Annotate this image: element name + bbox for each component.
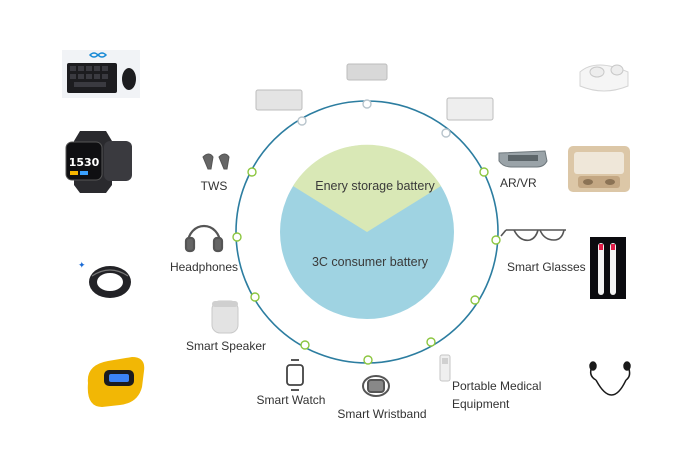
ring-nodes [232, 99, 501, 365]
ring-node [297, 116, 307, 126]
smart-speaker-icon [211, 300, 239, 334]
hearing-aid-case-photo [568, 146, 630, 192]
smart-watch-icon [286, 359, 304, 391]
tws-earbuds-icon [202, 153, 230, 170]
ring-node [250, 292, 260, 302]
ring-node [363, 355, 373, 365]
smart-watch-photo: 1530 [60, 130, 132, 193]
pie-label-3c-consumer: 3C consumer battery [312, 255, 429, 269]
headphones-icon [184, 224, 224, 253]
pie-label-energy-storage: Enery storage battery [315, 179, 435, 193]
svg-text:✦: ✦ [78, 261, 86, 271]
smart-ring-photo: ✦ [78, 261, 131, 298]
product-image-power-bank [255, 89, 303, 111]
device-label-portable-medical-line2: Equipment [452, 397, 510, 411]
device-label-smart-watch: Smart Watch [257, 393, 326, 407]
keyboard-mouse-photo [62, 50, 140, 98]
ring-node [479, 167, 489, 177]
fitness-band-photo [87, 357, 145, 407]
tws-case-photo [568, 58, 638, 98]
ring-node [362, 99, 372, 109]
center-pie-chart: Enery storage battery 3C consumer batter… [280, 144, 454, 319]
electric-toothbrush-photo [590, 237, 626, 299]
ring-node [491, 235, 501, 245]
ring-node [232, 232, 242, 242]
neckband-earphones-photo [589, 361, 631, 396]
pie-slice-energy-storage [293, 144, 441, 232]
device-label-portable-medical-line1: Portable Medical [452, 379, 541, 393]
device-label-ar-vr: AR/VR [500, 176, 537, 190]
ring-node [470, 295, 480, 305]
product-image-battery-pack [346, 63, 388, 81]
device-label-smart-wristband: Smart Wristband [337, 407, 426, 421]
ring-node [426, 337, 436, 347]
smart-glasses-icon [500, 229, 566, 242]
smart-wristband-icon [362, 375, 390, 397]
ring-node [300, 340, 310, 350]
product-image-battery-module [446, 97, 494, 121]
top-product-image-boxes [255, 63, 494, 121]
device-label-headphones: Headphones [170, 260, 238, 274]
portable-medical-icon [439, 354, 451, 382]
device-label-tws: TWS [201, 179, 228, 193]
ring-node [441, 128, 451, 138]
svg-text:1530: 1530 [69, 156, 100, 169]
ring-node [247, 167, 257, 177]
device-label-smart-speaker: Smart Speaker [186, 339, 266, 353]
device-label-smart-glasses: Smart Glasses [507, 260, 586, 274]
ar-vr-headset-icon [498, 150, 548, 168]
